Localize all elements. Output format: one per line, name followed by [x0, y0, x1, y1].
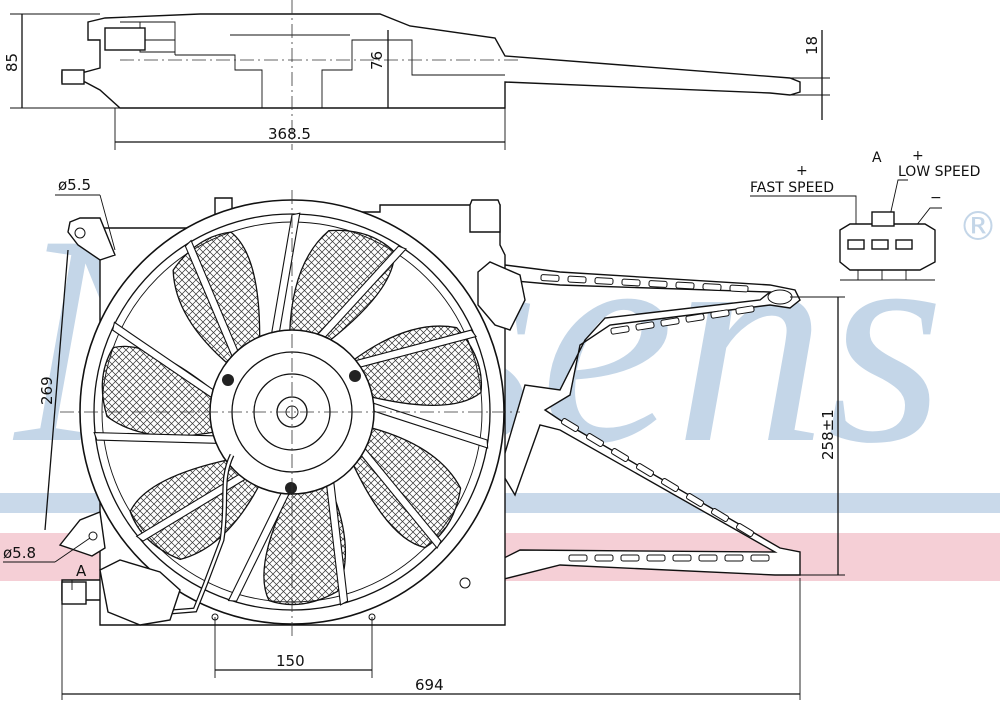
side-view-hub [175, 39, 505, 108]
connector-pin-2 [871, 239, 889, 250]
leader-hole-top-diag [99, 194, 116, 251]
arm-slot [594, 277, 614, 285]
connector-detail: A + FAST SPEED + LOW SPEED − [750, 148, 980, 281]
arm-slot [729, 284, 749, 293]
low-speed-label: LOW SPEED [898, 164, 980, 180]
arm-slot [675, 281, 695, 290]
stator-spokes [93, 212, 489, 606]
bottom-left-ear [58, 511, 106, 557]
arm-slot [672, 554, 692, 562]
wire-harness-core [169, 454, 234, 614]
bottom-left-hole [88, 531, 98, 541]
arm-slot [585, 433, 605, 447]
fan-blade [350, 325, 483, 407]
side-view-motor [120, 21, 350, 55]
arm-slot [735, 523, 755, 537]
arm-slot [621, 278, 641, 287]
dim-overall-width: 694 [415, 676, 444, 694]
arm-slot [660, 478, 680, 492]
screw-icon [222, 374, 234, 386]
minus-label: − [930, 190, 942, 206]
connector-view-label: A [872, 150, 882, 166]
arm-slot [735, 305, 755, 315]
arm-slot [540, 274, 560, 282]
arm-slot [702, 283, 722, 291]
arm-slot [635, 463, 655, 477]
side-view: 85 76 18 368.5 [3, 0, 830, 150]
dim-hole-bottom: ø5.8 [3, 544, 36, 562]
fast-speed-label: FAST SPEED [750, 180, 834, 196]
top-left-hole [74, 227, 86, 239]
arm-slot [750, 554, 770, 562]
arm-slot [710, 309, 730, 319]
front-dimensions: ø5.5 269 ø5.8 A 258±1 150 694 [3, 176, 845, 700]
dim-overall-height: 85 [3, 53, 21, 72]
arm-slot [685, 313, 705, 323]
arm-mount-hole [767, 289, 793, 305]
dim-hole-top: ø5.5 [58, 176, 91, 194]
front-view [58, 190, 801, 640]
plus-fast-label: + [796, 163, 808, 179]
arm-slot [568, 554, 588, 562]
arm-slot [698, 554, 718, 562]
dim-269-line [44, 249, 69, 531]
arm-slot [610, 448, 630, 462]
dim-hub-depth: 76 [368, 51, 386, 70]
fan-blade [351, 426, 462, 549]
fan-blade [263, 480, 346, 606]
bottom-connector [99, 559, 181, 626]
connector-latch [871, 211, 895, 227]
arm-slot [660, 317, 680, 327]
plus-low-label: + [912, 148, 924, 164]
registered-mark: ® [958, 204, 998, 250]
arm-slot [567, 275, 587, 284]
screw-icon [285, 482, 297, 494]
connector-pin-1 [847, 239, 865, 250]
right-mount-hole [459, 577, 471, 589]
side-view-connector [104, 27, 146, 51]
arm-slot [620, 554, 640, 562]
bottom-plug [61, 581, 87, 605]
arm-slot [710, 508, 730, 522]
dim-arm-thickness: 18 [803, 36, 821, 55]
side-view-outline [61, 13, 801, 109]
connector-pin-3 [895, 239, 913, 250]
top-right-tab [469, 199, 501, 233]
leader-hole-bottom-diag [54, 537, 91, 563]
arm-slot [685, 493, 705, 507]
screw-icon [349, 370, 361, 382]
arm-slot [560, 418, 580, 432]
dim-vertical-mount-spacing: 269 [38, 376, 56, 405]
side-view-plug [61, 69, 85, 85]
dim-arm-mount-distance: 258±1 [819, 409, 837, 460]
hub-mount-screws [222, 370, 361, 494]
resistor-module [477, 261, 526, 331]
dim-bottom-mount-spacing: 150 [276, 652, 305, 670]
arm-slot [724, 554, 744, 562]
view-marker: A [76, 562, 87, 580]
arm-slot [610, 325, 630, 335]
dim-shroud-width: 368.5 [268, 125, 311, 143]
fan-blade [288, 229, 396, 344]
arm-slot [646, 554, 666, 562]
arm-slot [648, 280, 668, 288]
arm-slot [635, 321, 655, 331]
arm-slots [540, 274, 770, 562]
arm-slot [594, 554, 614, 562]
